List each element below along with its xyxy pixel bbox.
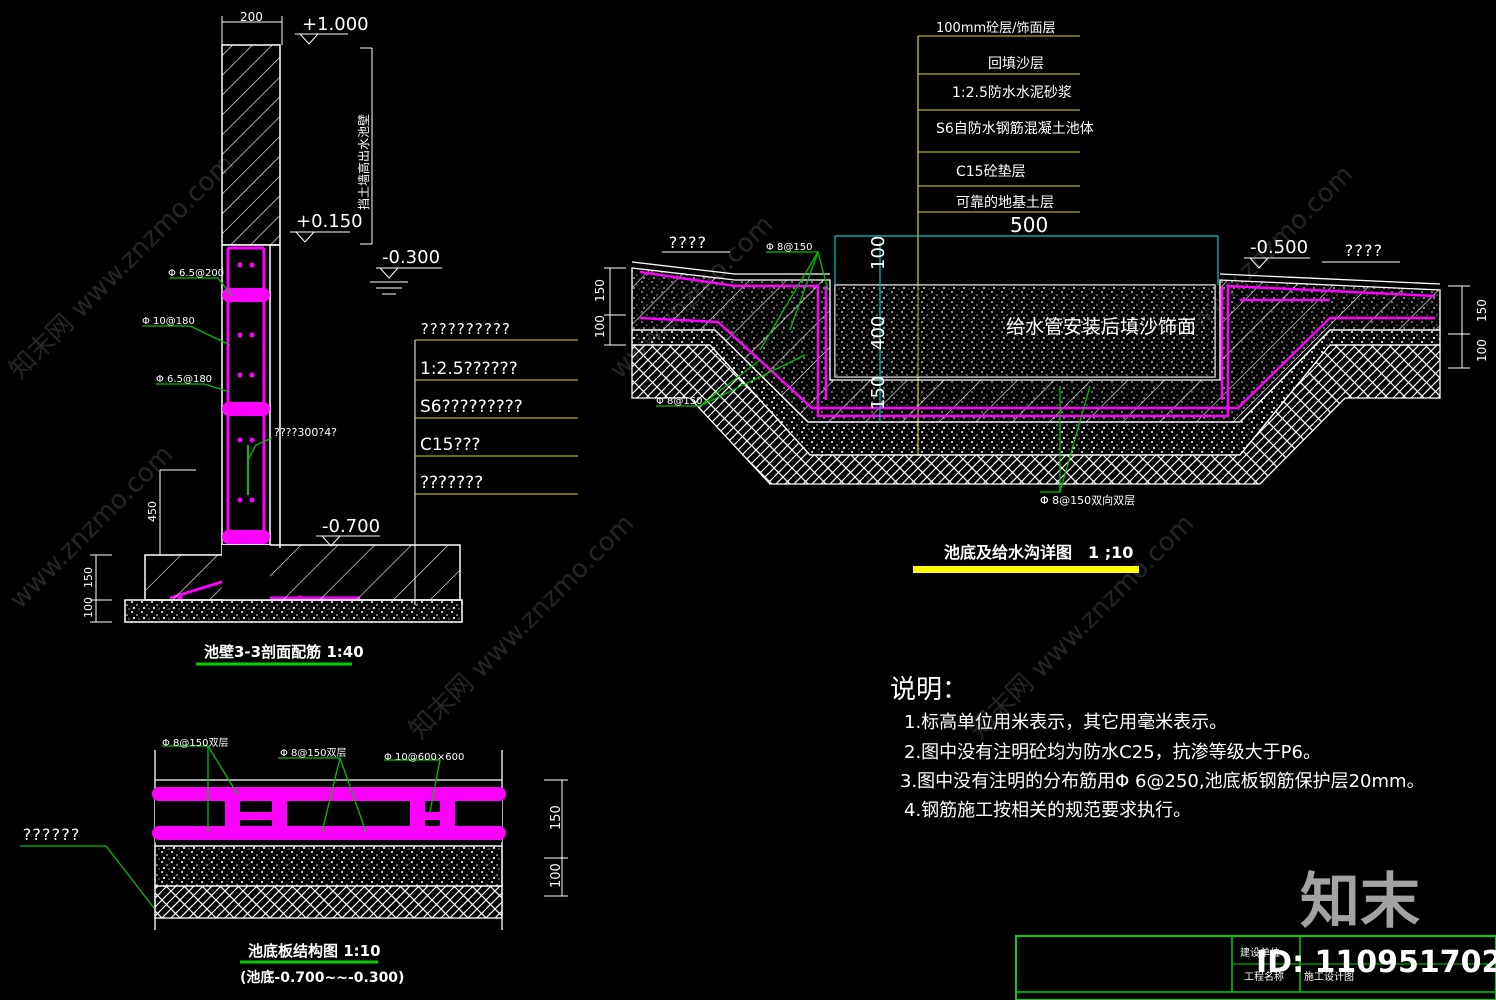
trench-dim-400: 400 — [868, 316, 889, 350]
trench-left-dim-150: 150 — [593, 279, 607, 302]
elev-water: -0.300 — [382, 247, 440, 268]
title-block-value-2: 施工设计图 — [1304, 970, 1354, 983]
title-block: 建设单位 工程名称 施工设计图 ID: 1109517022 — [1015, 935, 1496, 1000]
trench-dim-100: 100 — [868, 236, 889, 270]
legend-top-item: C15砼垫层 — [956, 164, 1026, 180]
legend-left-item: ??????? — [420, 473, 483, 493]
legend-top: 100mm砼层/饰面层 回填沙层 1:2.5防水水泥砂浆 S6自防水钢筋混凝土池… — [917, 21, 1094, 456]
wall-rebar-3: Φ 6.5@180 — [156, 374, 212, 385]
id-label: ID: 1109517022 — [1256, 945, 1496, 980]
wall-section: 200 +1.000 挡土墙高出水池壁 +0.150 -0.300 — [82, 10, 463, 666]
trench-right-dim-150: 150 — [1475, 299, 1489, 322]
notes-heading: 说明： — [890, 675, 968, 705]
watermark: 知末网 www.znzmo.com — [404, 509, 640, 745]
wall-title: 池壁3-3剖面配筋 1:40 — [204, 643, 364, 661]
trench-rebar-bottom: Φ 8@150双向双层 — [1040, 493, 1135, 507]
slab-left-mark: ?????? — [22, 825, 80, 844]
legend-top-item: 1:2.5防水水泥砂浆 — [952, 85, 1072, 101]
dim-150: 150 — [82, 567, 95, 588]
legend-left-item: ?????????? — [420, 320, 510, 338]
legend-top-item: 可靠的地基土层 — [956, 194, 1054, 211]
legend-top-item: 回填沙层 — [988, 56, 1044, 72]
trench-fill-label: 给水管安装后填沙饰面 — [1006, 316, 1196, 338]
elev-top: +1.000 — [302, 14, 369, 35]
trench-rebar-left: Φ 8@150 — [656, 396, 703, 407]
slab-dim-150: 150 — [549, 805, 564, 830]
trench-elev: -0.500 — [1250, 237, 1308, 258]
legend-top-item: 100mm砼层/饰面层 — [936, 21, 1056, 36]
legend-left-item: S6????????? — [420, 397, 523, 417]
wall-rebar-4: ????300?4? — [274, 426, 337, 439]
notes: 说明： 1.标高单位用米表示，其它用毫米表示。 2.图中没有注明砼均为防水C25… — [890, 675, 1425, 821]
dim-100: 100 — [82, 597, 95, 618]
trench-dim-150: 150 — [868, 376, 889, 410]
elev-mid: +0.150 — [296, 211, 363, 232]
trench-rebar-top: Φ 8@150 — [766, 242, 813, 253]
title-block-label-1: 建设单位 — [1240, 946, 1280, 959]
trench-detail: 给水管安装后填沙饰面 500 100 400 150 ???? ???? -0.… — [593, 213, 1489, 573]
slab-rebar-1: Φ 8@150双层 — [162, 737, 229, 749]
side-note: 挡土墙高出水池壁 — [356, 114, 371, 210]
dim-450: 450 — [146, 501, 159, 522]
trench-left-dim-100: 100 — [593, 315, 607, 338]
legend-top-item: S6自防水钢筋混凝土池体 — [936, 120, 1094, 137]
slab-subtitle: (池底-0.700~~-0.300) — [240, 969, 404, 986]
watermark: 知末网 www.znzmo.com — [4, 149, 240, 385]
brand-logo: 知末 — [1300, 867, 1420, 937]
title-block-label-2: 工程名称 — [1244, 970, 1284, 983]
slab-detail: Φ 8@150双层 Φ 8@150双层 Φ 10@600×600 ?????? … — [20, 737, 568, 986]
dim-200: 200 — [240, 10, 263, 24]
legend-left: ?????????? 1:2.5?????? S6????????? C15??… — [414, 320, 578, 605]
wall-rebar-1: Φ 6.5@200 — [168, 268, 224, 279]
slab-rebar-2: Φ 8@150双层 — [280, 747, 347, 759]
trench-right-mark: ???? — [1344, 241, 1383, 260]
trench-right-dim-100: 100 — [1475, 339, 1489, 362]
slab-dim-100: 100 — [549, 863, 564, 888]
trench-dim-500: 500 — [1010, 213, 1048, 237]
legend-left-item: 1:2.5?????? — [420, 359, 518, 379]
wall-rebar-2: Φ 10@180 — [142, 316, 195, 327]
parapet-wall — [221, 44, 281, 246]
trench-title: 池底及给水沟详图 1 ;10 — [944, 543, 1133, 562]
notes-line: 3.图中没有注明的分布筋用Φ 6@250,池底板钢筋保护层20mm。 — [900, 771, 1425, 792]
trench-left-mark: ???? — [668, 233, 707, 252]
slab-title: 池底板结构图 1:10 — [248, 942, 381, 960]
slab-rebar-3: Φ 10@600×600 — [384, 752, 464, 763]
notes-line: 2.图中没有注明砼均为防水C25，抗渗等级大于P6。 — [904, 742, 1321, 763]
notes-line: 4.钢筋施工按相关的规范要求执行。 — [904, 800, 1191, 821]
legend-left-item: C15??? — [420, 435, 481, 455]
elev-base: -0.700 — [322, 516, 380, 537]
notes-line: 1.标高单位用米表示，其它用毫米表示。 — [904, 712, 1227, 733]
